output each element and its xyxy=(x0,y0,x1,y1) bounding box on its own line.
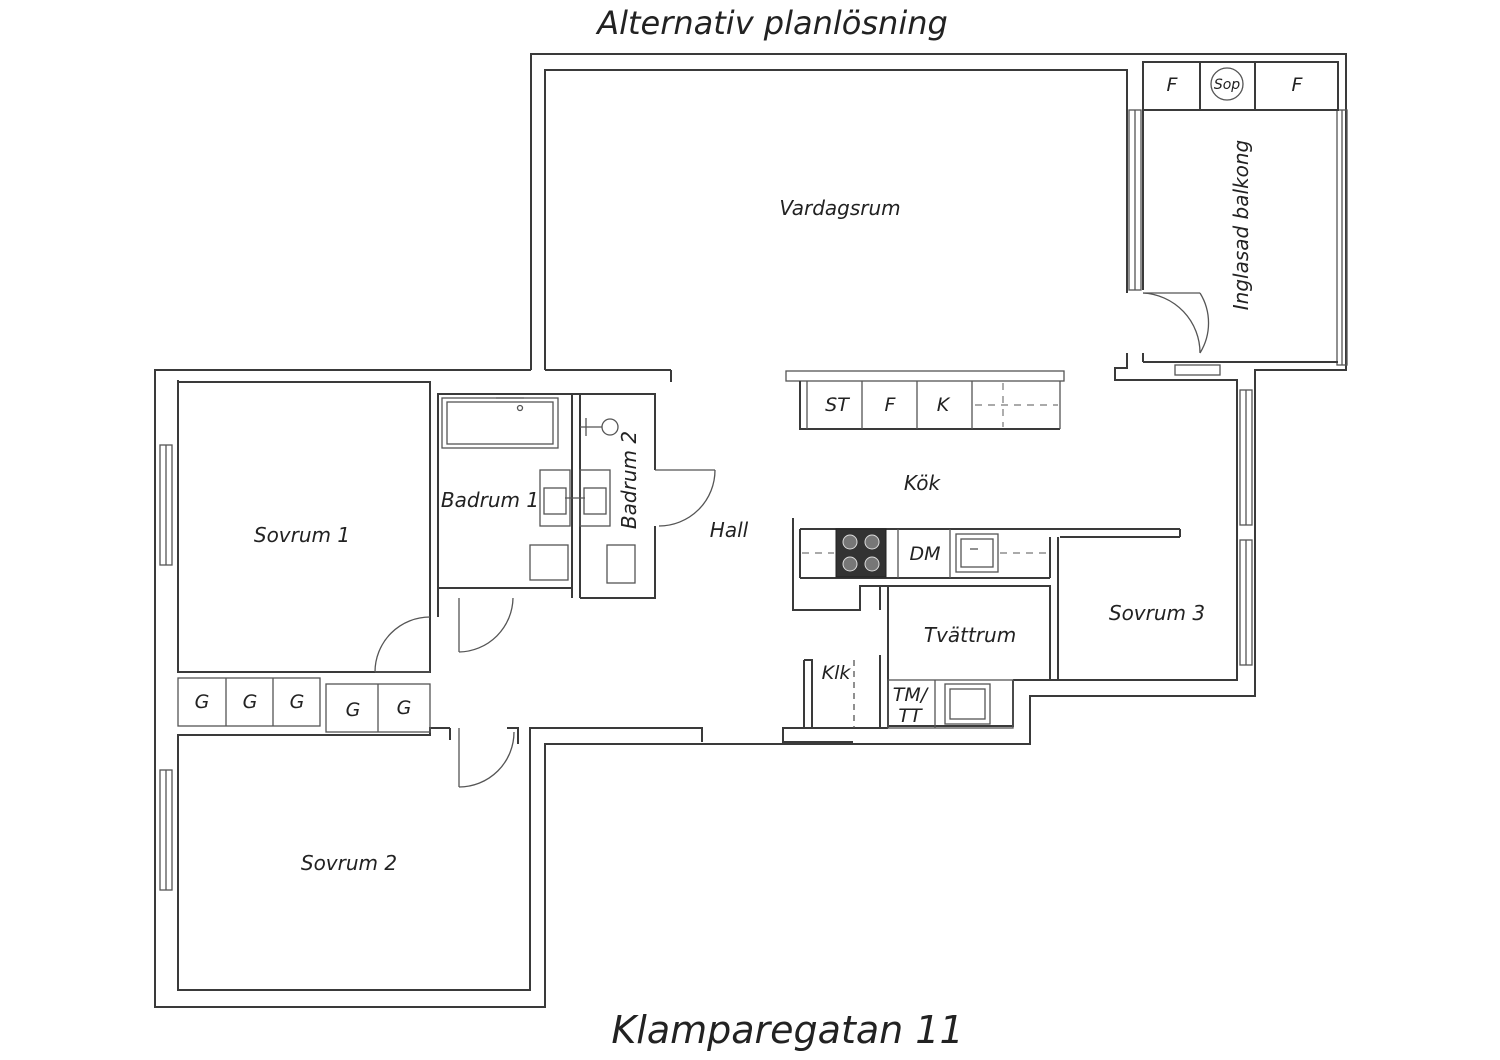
room-label-sovrum-1: Sovrum 1 xyxy=(254,523,350,547)
windows xyxy=(159,109,1348,891)
fixture-label-dm: DM xyxy=(909,543,940,565)
wardrobe-label: G xyxy=(397,697,412,719)
room-label-kok: Kök xyxy=(904,471,942,495)
doors-wardrobes xyxy=(177,598,515,788)
fixture-label-tt: TT xyxy=(898,705,923,727)
room-label-badrum-1: Badrum 1 xyxy=(441,488,539,512)
room-label-sovrum-2: Sovrum 2 xyxy=(301,851,397,875)
laundry-walls xyxy=(803,537,1059,729)
wardrobe-label: G xyxy=(346,699,361,721)
room-label-vardagsrum: Vardagsrum xyxy=(779,196,900,220)
fixture-label-balkong-f2: F xyxy=(1292,74,1304,96)
wardrobe-label: G xyxy=(290,691,305,713)
room-label-balkong: Inglasad balkong xyxy=(1229,140,1253,311)
wardrobe-label: G xyxy=(243,691,258,713)
room-label-tvattrum: Tvättrum xyxy=(924,623,1016,647)
fixture-label-balkong-f1: F xyxy=(1167,74,1179,96)
fixture-label-f: F xyxy=(885,394,897,416)
kitchen xyxy=(785,370,1181,611)
stove-icon xyxy=(835,528,887,578)
labels: Vardagsrum Inglasad balkong Kök Hall Sov… xyxy=(195,74,1304,875)
wardrobe-label: G xyxy=(195,691,210,713)
room-label-hall: Hall xyxy=(710,518,749,542)
balcony xyxy=(1142,61,1339,363)
fixture-label-klk: Klk xyxy=(822,662,852,684)
fixture-label-tm: TM/ xyxy=(893,684,930,706)
room-label-badrum-2: Badrum 2 xyxy=(617,431,641,529)
fixture-label-st: ST xyxy=(825,394,850,416)
fixture-label-sop: Sop xyxy=(1214,77,1240,93)
fixture-label-k: K xyxy=(937,394,951,416)
plan-address: Klamparegatan 11 xyxy=(611,1008,964,1052)
bathrooms xyxy=(437,393,716,653)
room-label-sovrum-3: Sovrum 3 xyxy=(1109,601,1205,625)
plan-title: Alternativ planlösning xyxy=(597,4,948,42)
